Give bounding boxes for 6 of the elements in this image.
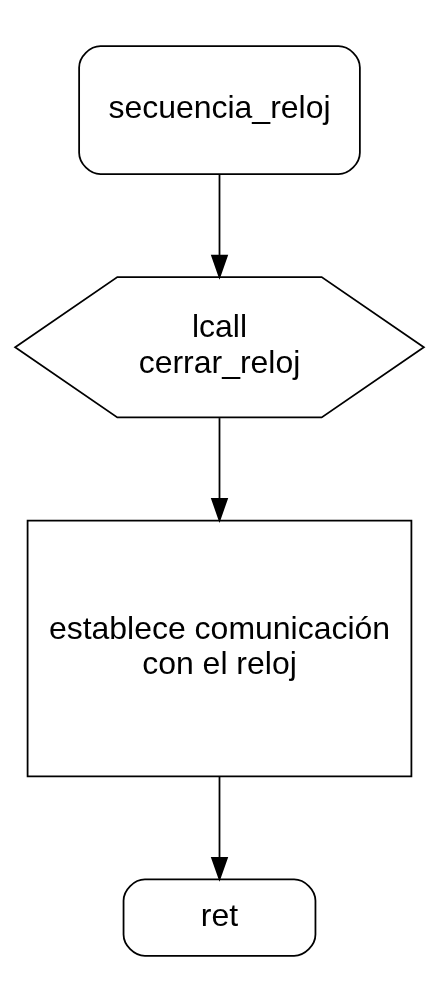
arrow xyxy=(210,775,229,882)
node-box: ret xyxy=(122,878,317,957)
arrow xyxy=(210,173,229,280)
arrow xyxy=(210,416,229,523)
node-box: establece comunicación con el reloj xyxy=(26,519,413,777)
node-box: secuencia_reloj xyxy=(78,44,361,175)
